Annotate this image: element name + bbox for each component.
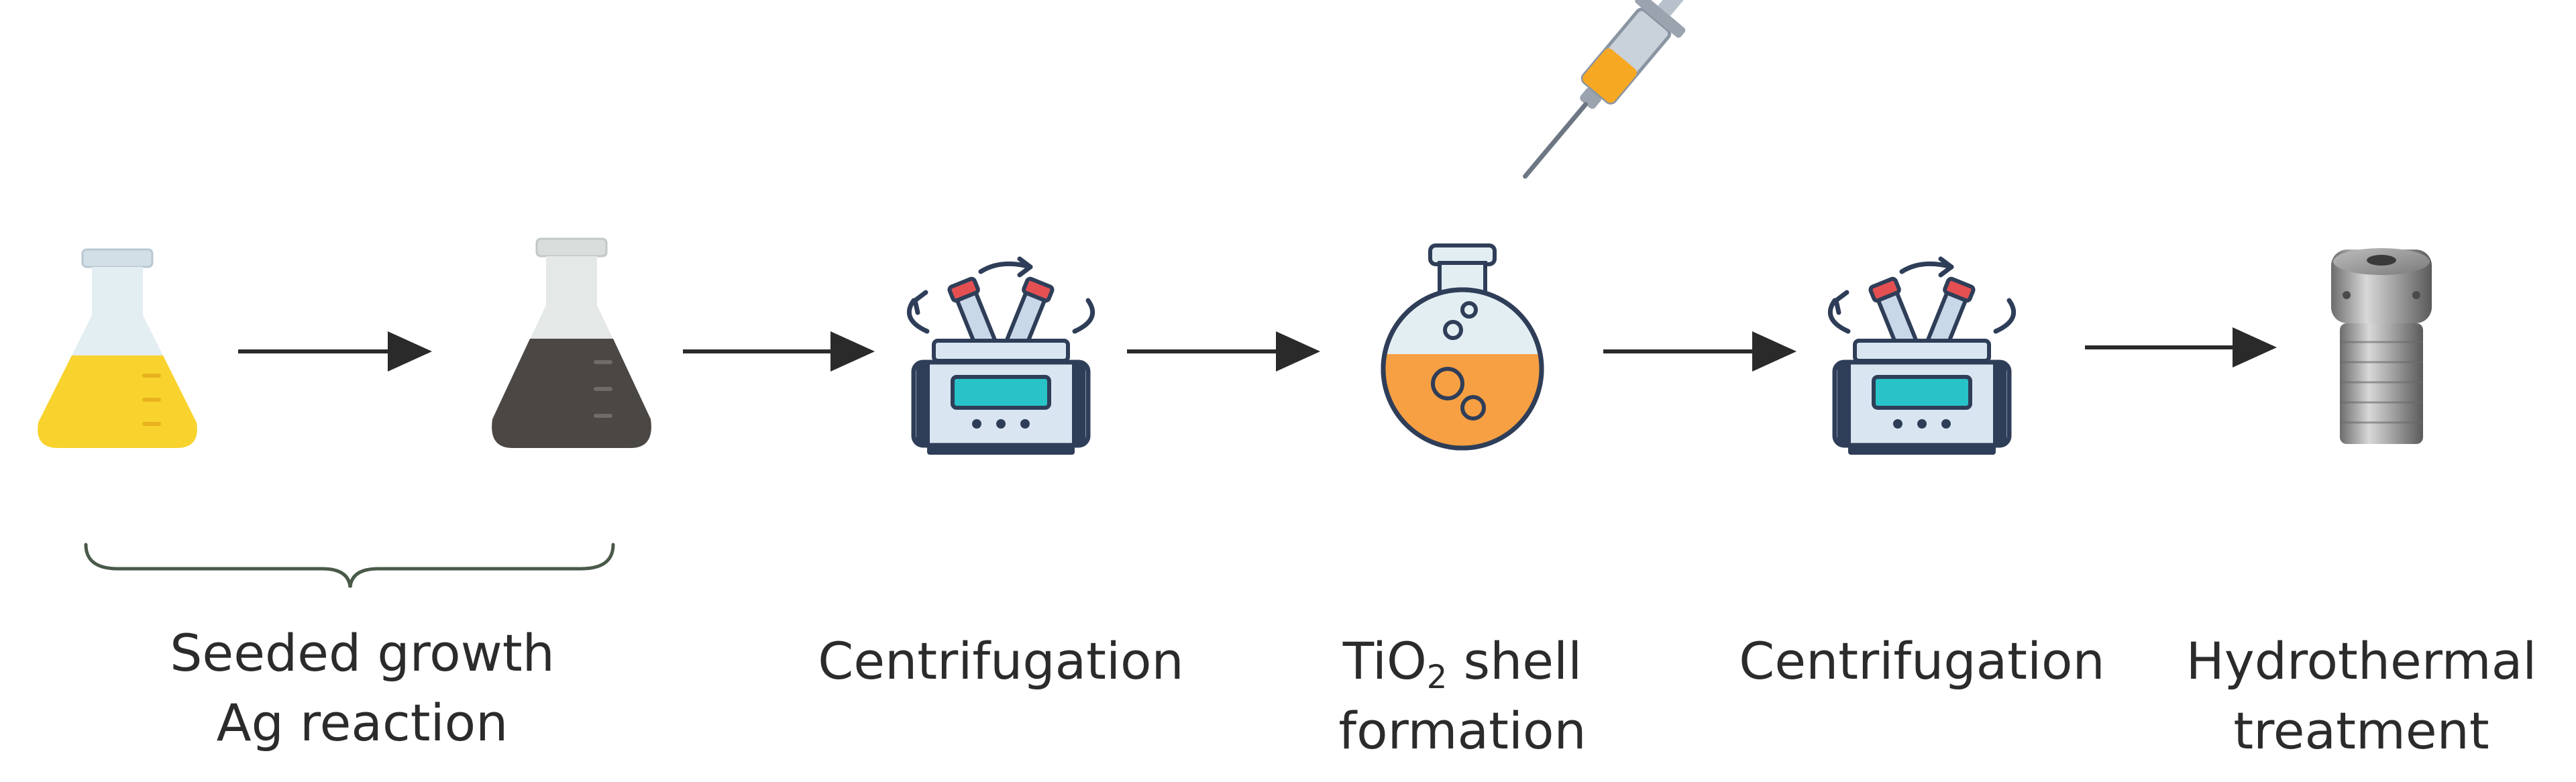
tio2-suffix: shell	[1447, 631, 1582, 691]
step-label-seeded-growth: Seeded growth Ag reaction	[148, 618, 577, 758]
tio2-prefix: TiO	[1342, 631, 1427, 691]
syringe-icon	[1523, 0, 1695, 179]
step-label-tio2-shell: TiO2 shell formation	[1248, 626, 1677, 766]
tio2-subscript: 2	[1426, 659, 1448, 696]
step-label-hydrothermal: Hydrothermal treatment	[2153, 626, 2569, 766]
step-label-line: Centrifugation	[1739, 631, 2105, 691]
centrifuge-icon	[1827, 256, 2017, 455]
step-label-line: Seeded growth	[170, 623, 555, 683]
brace-icon	[84, 543, 615, 588]
step-label-line: Centrifugation	[818, 631, 1184, 691]
step-label-line: TiO2 shell	[1248, 626, 1677, 696]
flask-yellow-icon	[38, 248, 197, 448]
step-label-centrifugation-1: Centrifugation	[786, 626, 1216, 696]
autoclave-icon	[2331, 248, 2432, 444]
step-label-line: Ag reaction	[216, 693, 508, 752]
step-label-line: formation	[1338, 701, 1587, 761]
round-flask-icon	[1381, 243, 1544, 451]
step-label-line: Hydrothermal	[2186, 631, 2537, 691]
centrifuge-icon	[906, 256, 1095, 455]
step-label-centrifugation-2: Centrifugation	[1707, 626, 2137, 696]
flask-dark-icon	[492, 237, 651, 448]
arrows	[238, 327, 2277, 372]
step-label-line: treatment	[2233, 701, 2489, 761]
